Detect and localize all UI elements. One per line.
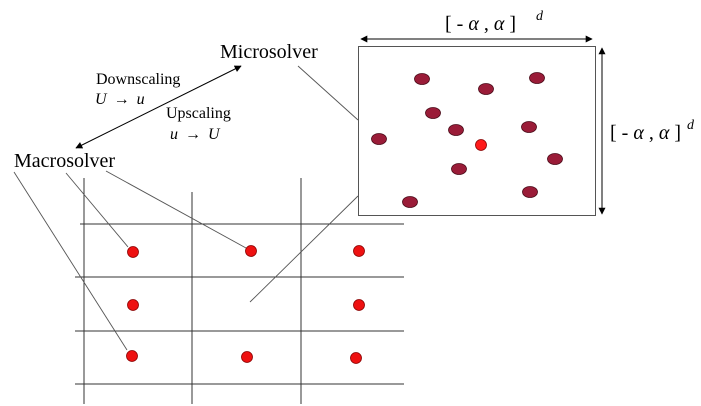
macro-point — [126, 350, 138, 362]
connector-cell-to-micro — [249, 195, 359, 303]
downscaling-formula-right: u — [137, 91, 145, 108]
upscaling-label: Upscaling — [166, 105, 231, 122]
upscaling-formula-right: U — [208, 126, 221, 143]
microsolver-label: Microsolver — [220, 41, 318, 63]
macro-point — [353, 245, 365, 257]
micro-particle — [425, 107, 441, 119]
micro-particle — [451, 163, 467, 175]
height-label-alpha-2: α — [659, 122, 670, 144]
macro-points — [126, 245, 365, 364]
macro-point — [241, 351, 253, 363]
micro-highlight-point — [475, 139, 487, 151]
downscaling-formula-left: U — [95, 91, 108, 108]
width-label-alpha-1: α — [468, 13, 479, 35]
width-label-exponent: d — [536, 9, 544, 24]
width-label-separator: , — [484, 13, 494, 35]
micro-particle — [414, 73, 430, 85]
width-label-alpha-2: α — [494, 13, 505, 35]
macro-point — [245, 245, 257, 257]
domain-height-label: [ - α , α ] — [610, 122, 681, 144]
micro-particle — [478, 83, 494, 95]
connector-macro-to-point — [65, 172, 129, 248]
macrosolver-label: Macrosolver — [14, 150, 115, 172]
height-label-open: [ - — [610, 122, 628, 144]
width-label-open: [ - — [445, 13, 463, 35]
micro-domain-box — [358, 46, 596, 216]
micro-particle — [522, 186, 538, 198]
macro-point — [127, 299, 139, 311]
micro-particles — [371, 72, 563, 208]
connector-macro-to-point — [13, 171, 128, 351]
connector-micro-label-to-box — [297, 65, 359, 121]
connector-macro-to-point — [105, 170, 247, 249]
micro-particle — [448, 124, 464, 136]
macro-point — [353, 299, 365, 311]
downscaling-formula-arrow: → — [114, 91, 130, 108]
downscaling-label: Downscaling — [96, 71, 180, 88]
macro-point — [350, 352, 362, 364]
upscaling-formula: u → U — [170, 126, 221, 143]
domain-width-label: [ - α , α ] — [445, 13, 516, 35]
micro-particle — [529, 72, 545, 84]
upscaling-formula-arrow: → — [185, 126, 201, 143]
height-label-exponent: d — [687, 118, 695, 133]
micro-particle — [547, 153, 563, 165]
connector-lines — [13, 65, 359, 351]
height-label-alpha-1: α — [633, 122, 644, 144]
downscaling-formula: U → u — [95, 91, 145, 108]
upscaling-formula-left: u — [170, 126, 178, 143]
height-label-close: ] — [674, 122, 681, 144]
micro-particle — [371, 133, 387, 145]
height-label-separator: , — [649, 122, 659, 144]
scaling-double-arrow — [75, 65, 242, 149]
micro-particle — [521, 121, 537, 133]
macro-point — [127, 246, 139, 258]
micro-particle — [402, 196, 418, 208]
macro-grid — [75, 178, 404, 404]
width-label-close: ] — [509, 13, 516, 35]
